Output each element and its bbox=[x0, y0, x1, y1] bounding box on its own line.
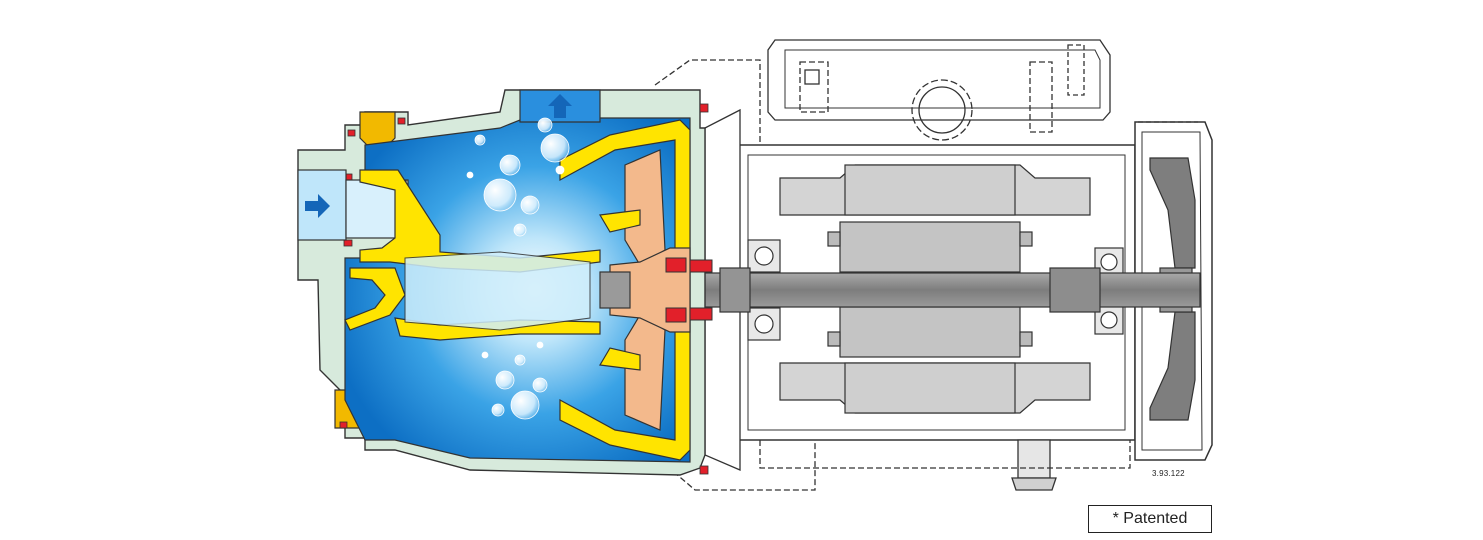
air-bubbles bbox=[466, 117, 570, 420]
o-ring-seals bbox=[339, 103, 709, 475]
mechanical-seal bbox=[665, 257, 713, 323]
motor-shaft bbox=[699, 267, 1201, 313]
patented-note: * Patented bbox=[1088, 505, 1212, 533]
drawing-code-label: 3.93.122 bbox=[1152, 469, 1185, 478]
arrow-up-icon bbox=[548, 94, 572, 118]
impeller bbox=[599, 209, 691, 371]
arrow-right-icon bbox=[305, 194, 330, 218]
motor-stator bbox=[779, 164, 1091, 414]
motor-rotor bbox=[827, 221, 1033, 358]
venturi-nozzle bbox=[404, 251, 591, 331]
